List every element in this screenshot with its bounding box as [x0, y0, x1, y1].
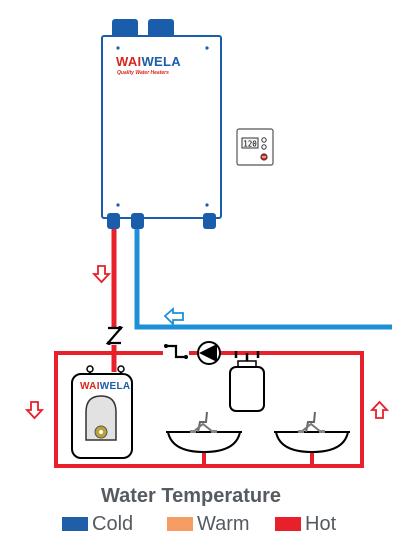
sink-left — [166, 411, 242, 454]
loop-right-up-arrow-icon — [369, 400, 390, 419]
sink-right — [274, 411, 350, 454]
legend-label-hot: Hot — [305, 513, 337, 535]
cold-flow-arrow-icon — [163, 307, 184, 327]
legend-swatch-cold — [62, 517, 88, 531]
mini-tank-heater — [71, 365, 133, 459]
remote-controller — [236, 128, 274, 166]
legend-label-warm: Warm — [197, 513, 250, 535]
tankless-water-heater — [101, 19, 222, 229]
return-check-valve-icon — [163, 344, 189, 359]
loop-left-down-arrow-icon — [24, 401, 45, 420]
legend-swatch-hot — [275, 517, 301, 531]
cold-water-line — [134, 220, 392, 330]
legend-title: Water Temperature — [100, 485, 282, 507]
expansion-tank-icon — [229, 351, 265, 412]
legend-label-cold: Cold — [92, 513, 134, 535]
circulation-pump-icon — [197, 341, 221, 365]
controller-temperature-display: 120 — [243, 140, 257, 149]
heater-brand-logo: WAIWELA — [116, 54, 181, 69]
heater-tagline: Quality Water Heaters — [117, 70, 169, 76]
tank-brand-logo: WAIWELA — [80, 381, 130, 392]
hot-water-loop — [54, 351, 364, 468]
legend-swatch-warm — [167, 517, 193, 531]
check-valve-icon — [105, 326, 124, 345]
hot-flow-down-arrow-icon — [91, 265, 112, 284]
